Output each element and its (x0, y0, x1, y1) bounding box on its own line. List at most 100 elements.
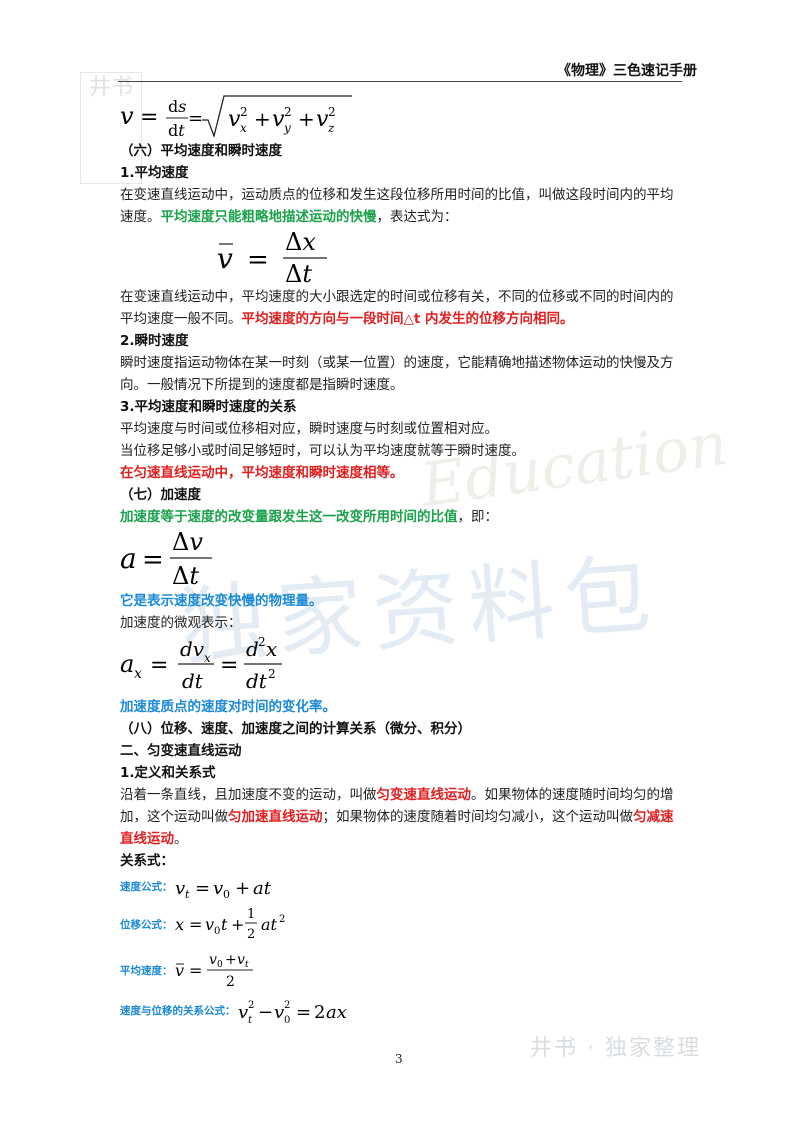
svg-text:2: 2 (284, 105, 292, 119)
green-highlight: 平均速度只能粗略地描述运动的快慢 (160, 209, 377, 225)
formula-speed: v = ds dt = v 2 x + v 2 y + v 2 z (120, 90, 685, 140)
red-highlight: 匀减速直线运动 (120, 809, 674, 847)
svg-text:=: = (142, 545, 164, 575)
text: ；如果物体的速度随着时间均匀减小，这个运动叫做 (322, 809, 634, 825)
svg-text:dt: dt (168, 121, 185, 140)
svg-text:v: v (228, 107, 241, 132)
section-7-blue-1: 它是表示速度改变快慢的物理量。 (120, 593, 323, 609)
svg-text:2: 2 (247, 927, 255, 942)
svg-text:2: 2 (314, 1002, 325, 1023)
svg-text:0: 0 (217, 960, 223, 970)
svg-text:+: + (225, 952, 237, 968)
svg-text:+: + (231, 915, 244, 934)
green-highlight: 加速度等于速度的改变量跟发生这一改变所用时间的比值 (120, 509, 458, 525)
relation-displacement: 位移公式： x = v 0 t + 1 2 at 2 (120, 902, 685, 948)
section-6-1-paragraph-1: 在变速直线运动中，运动质点的位移和发生这段位移所用时间的比值，叫做这段时间内的平… (120, 184, 685, 228)
svg-text:2: 2 (258, 635, 266, 649)
svg-text:dt: dt (182, 669, 204, 693)
formula-average-velocity: v = Δx Δt (120, 228, 685, 288)
page-number: 3 (395, 1052, 403, 1066)
svg-text:=: = (195, 878, 210, 899)
formula-acceleration: a = Δv Δt (120, 528, 685, 590)
red-highlight: 匀变速直线运动 (376, 787, 472, 803)
svg-text:Δx: Δx (285, 228, 316, 256)
relation-velocity-svg: v t = v 0 + at (175, 878, 272, 900)
svg-text:a: a (120, 650, 134, 678)
formula-acceleration-x-svg: a x = dv x dt = d 2 x dt 2 (120, 635, 282, 693)
svg-text:2: 2 (226, 974, 235, 990)
relation-displacement-svg: x = v 0 t + 1 2 at 2 (175, 907, 285, 942)
svg-text:v: v (213, 878, 223, 899)
svg-text:v: v (175, 878, 185, 899)
relation-label: 平均速度： (120, 965, 173, 977)
section-6-3-paragraph-2: 当位移足够小或时间足够短时，可以认为平均速度就等于瞬时速度。 (120, 443, 525, 459)
section-6-2-paragraph: 瞬时速度指运动物体在某一时刻（或某一位置）的速度，它能精确地描述物体运动的快慢及… (120, 355, 674, 393)
header-rule (118, 81, 682, 82)
text: 在变速直线运动中，运动质点的位移和发生这段位移所用时间的比值，叫做这段时间内的平… (120, 187, 674, 225)
svg-text:x: x (175, 915, 184, 934)
svg-text:2: 2 (328, 105, 336, 119)
relation-velocity-displacement: 速度与位移的关系公式： v 2 t − v 2 0 = 2 ax (120, 994, 685, 1028)
svg-text:v: v (175, 961, 184, 980)
svg-text:1: 1 (247, 907, 255, 922)
text: 在变速直线运动中，平均速度的大小跟选定的时间或位移有关，不同的位移或不同的时间内… (120, 289, 674, 327)
relation-velocity-displacement-svg: v 2 t − v 2 0 = 2 ax (238, 1000, 347, 1026)
svg-text:v: v (209, 952, 217, 968)
svg-text:ax: ax (326, 1002, 347, 1023)
svg-text:v: v (274, 1002, 284, 1023)
relation-label: 速度与位移的关系公式： (120, 1005, 236, 1017)
svg-text:0: 0 (223, 888, 230, 900)
chapter-2-1-title: 1.定义和关系式 (120, 765, 216, 781)
text: 。如果物体的速度随时间均匀的增加，这个运动叫做 (120, 787, 674, 825)
section-7-definition: 加速度等于速度的改变量跟发生这一改变所用时间的比值，即： (120, 506, 685, 528)
svg-text:=: = (220, 653, 238, 678)
svg-text:z: z (327, 121, 335, 135)
svg-text:=: = (247, 245, 269, 275)
formula-acceleration-svg: a = Δv Δt (120, 528, 212, 590)
text: 沿着一条直线，且加速度不变的运动，叫做 (120, 787, 377, 803)
text: ，即： (457, 509, 499, 525)
svg-text:t: t (221, 915, 228, 934)
svg-text:t: t (185, 888, 190, 900)
svg-text:d: d (246, 637, 259, 661)
formula-acceleration-x: a x = dv x dt = d 2 x dt 2 (120, 634, 685, 696)
relation-label: 位移公式： (120, 919, 173, 931)
svg-text:v: v (120, 102, 134, 130)
svg-text:2: 2 (240, 105, 248, 119)
svg-text:dt: dt (246, 669, 268, 693)
relation-average: 平均速度： v = v 0 + v t 2 (120, 948, 685, 994)
svg-text:dv: dv (180, 637, 205, 661)
section-6-3-red: 在匀速直线运动中，平均速度和瞬时速度相等。 (120, 465, 404, 481)
svg-text:2: 2 (248, 1000, 254, 1011)
svg-text:=: = (140, 105, 158, 130)
svg-text:Δt: Δt (285, 260, 312, 286)
svg-text:v: v (217, 242, 233, 275)
svg-text:=: = (189, 961, 202, 980)
formula-average-svg: v = Δx Δt (217, 228, 327, 288)
svg-text:Δv: Δv (172, 528, 203, 556)
relation-average-svg: v = v 0 + v t 2 (175, 952, 253, 990)
svg-text:y: y (283, 121, 291, 135)
svg-text:0: 0 (284, 1015, 290, 1026)
svg-text:v: v (237, 952, 245, 968)
section-6-title: （六）平均速度和瞬时速度 (120, 143, 282, 159)
svg-text:0: 0 (214, 926, 220, 937)
seal-watermark: 井书 (80, 72, 142, 184)
svg-text:x: x (134, 666, 142, 682)
seal-text: 井书 (88, 75, 133, 100)
section-7-blue-2: 加速度质点的速度对时间的变化率。 (120, 699, 336, 715)
svg-text:v: v (238, 1002, 248, 1023)
svg-text:v: v (316, 107, 329, 132)
svg-text:+: + (235, 878, 250, 899)
svg-text:=: = (150, 653, 168, 678)
svg-text:2: 2 (279, 914, 285, 925)
chapter-2-1-paragraph: 沿着一条直线，且加速度不变的运动，叫做匀变速直线运动。如果物体的速度随时间均匀的… (120, 784, 685, 850)
page-content: v = ds dt = v 2 x + v 2 y + v 2 z （六）平均速… (120, 90, 685, 1028)
svg-text:x: x (240, 121, 247, 135)
svg-text:at: at (253, 878, 272, 899)
footer-watermark: 井书 · 独家整理 (530, 1036, 701, 1061)
chapter-2-title: 二、匀变速直线运动 (120, 743, 242, 759)
text: 。 (174, 831, 188, 847)
relations-title: 关系式： (120, 853, 174, 869)
svg-text:2: 2 (284, 1000, 290, 1011)
